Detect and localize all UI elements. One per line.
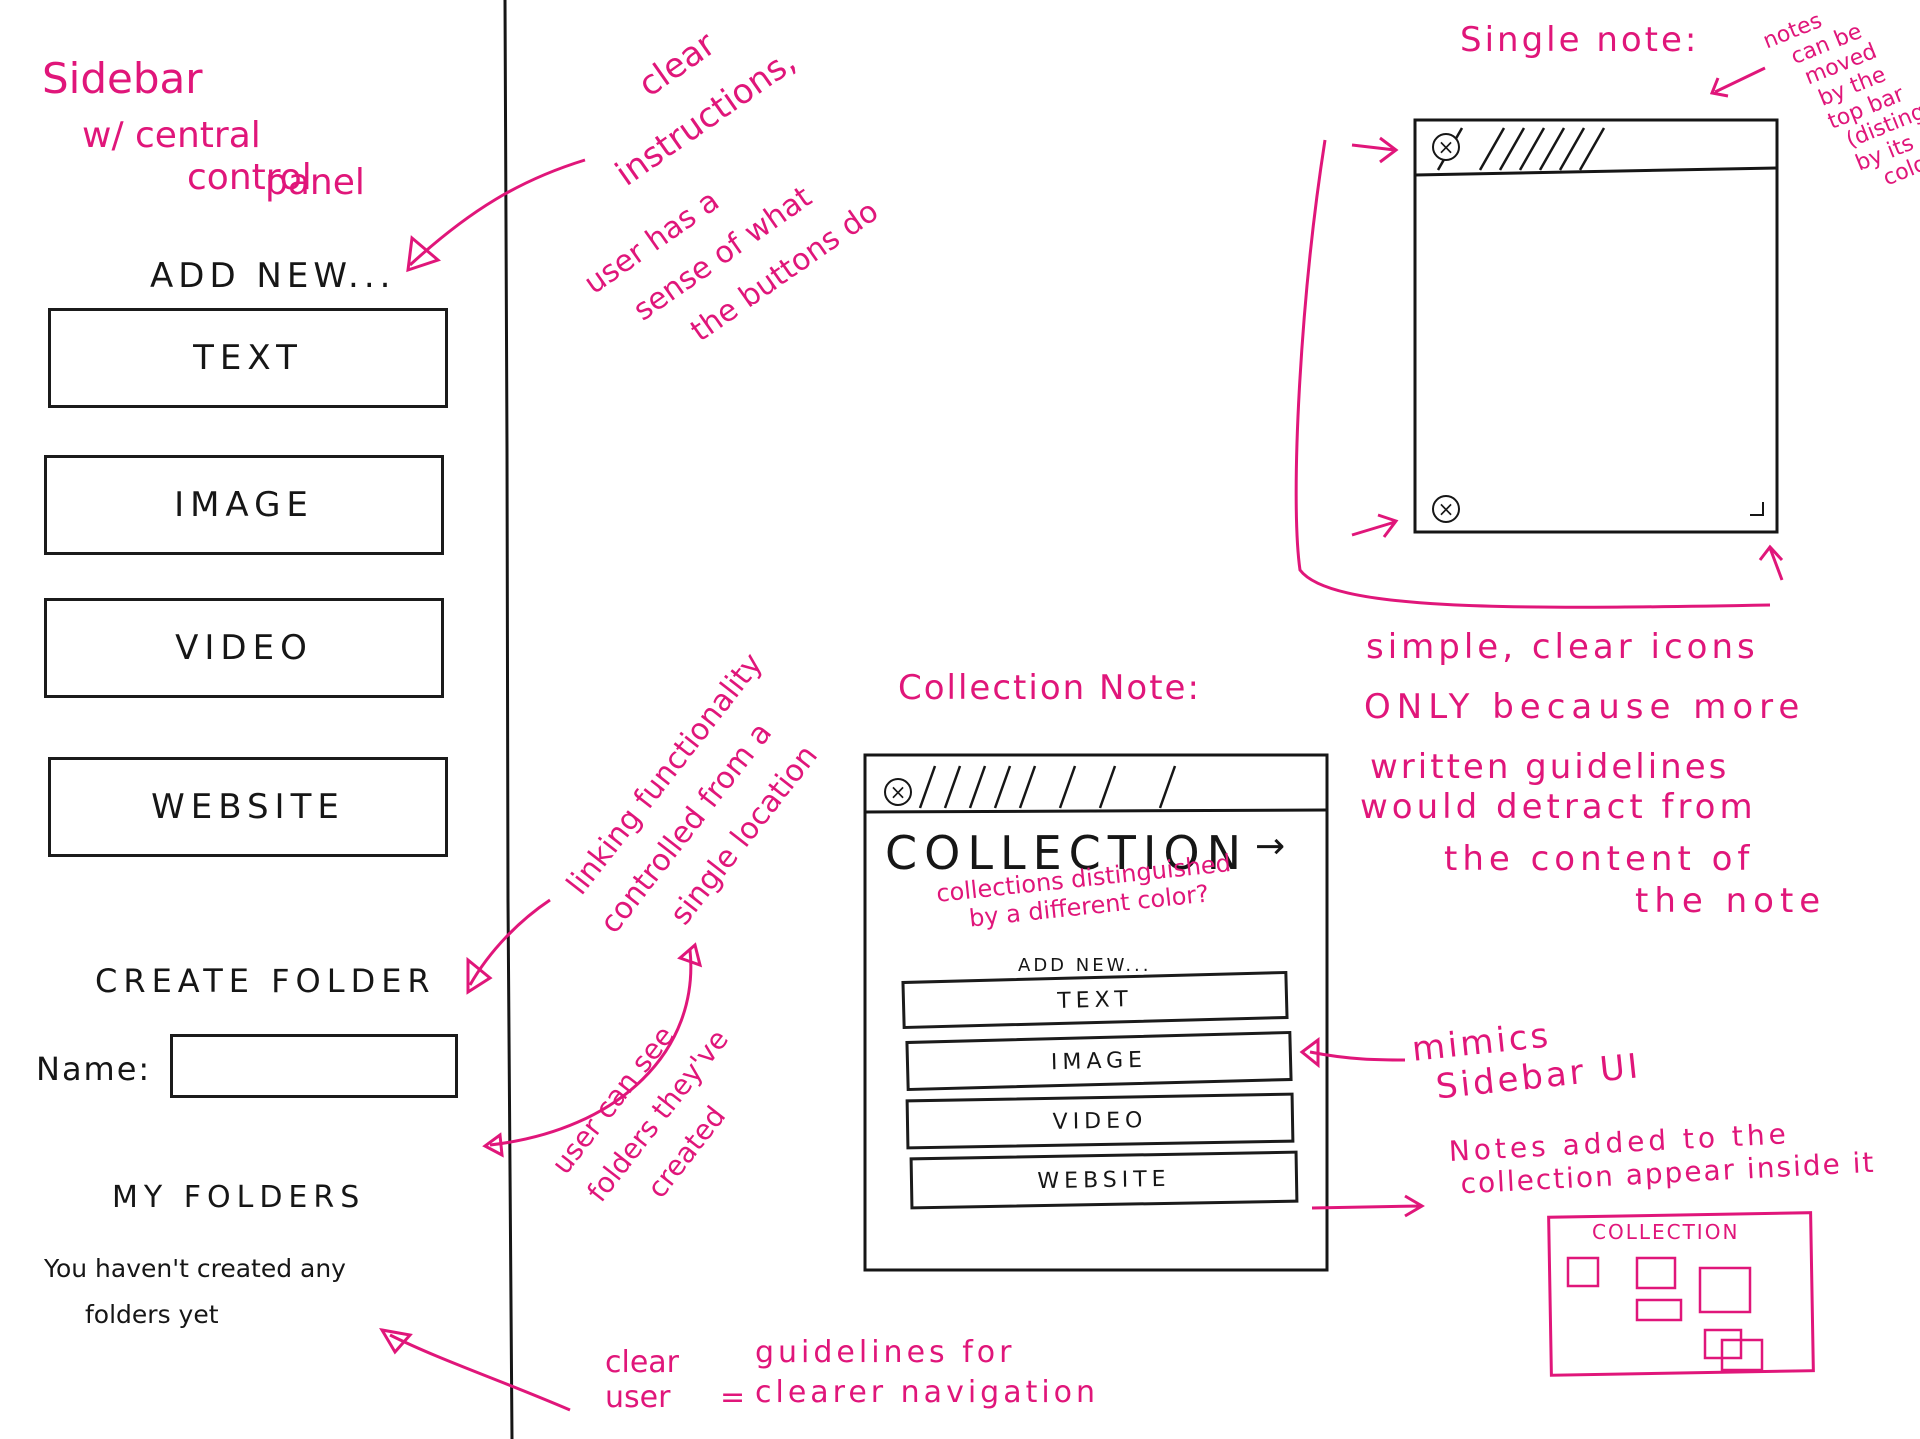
icons-line3: written guidelines [1370,747,1730,787]
text-button[interactable]: TEXT [48,308,448,408]
collection-note-label: Collection Note: [898,668,1201,708]
my-folders-heading: MY FOLDERS [112,1180,366,1215]
name-label: Name: [36,1050,152,1088]
resize-handle-icon[interactable] [1750,502,1764,516]
guidelines-line1: guidelines for [755,1335,1016,1370]
folder-name-input[interactable] [170,1034,458,1098]
collection-video-button[interactable]: VIDEO [905,1092,1295,1150]
website-button-label: WEBSITE [151,787,345,827]
sidebar-title-line4: panel [265,162,365,203]
arrow-right-icon[interactable]: → [1255,826,1286,867]
collection-image-button[interactable]: IMAGE [905,1030,1293,1092]
sidebar-title-line3: control [187,157,312,198]
image-button-label: IMAGE [174,485,314,525]
website-button[interactable]: WEBSITE [48,757,448,857]
text-button-label: TEXT [193,338,303,378]
close-icon[interactable]: × [1432,133,1460,161]
collection-title: COLLECTION [885,826,1249,880]
sidebar-title-annotation: Sidebar w/ central control [42,58,372,198]
empty-folders-text-line2: folders yet [85,1300,219,1329]
collection-text-button[interactable]: TEXT [901,970,1289,1030]
single-note-label: Single note: [1460,20,1700,60]
icons-line6: the note [1635,881,1827,921]
icons-line5: the content of [1444,839,1755,879]
close-icon[interactable]: × [884,778,912,806]
guidelines-user: user [605,1380,671,1415]
collection-website-button[interactable]: WEBSITE [909,1150,1299,1210]
icons-line1: simple, clear icons [1366,627,1759,667]
clear-guidelines-annotation: clear user = guidelines for clearer navi… [605,1335,1105,1425]
sidebar-title-line1: Sidebar [42,54,203,103]
collection-drag-bar[interactable] [867,757,1325,809]
empty-folders-text-line1: You haven't created any [44,1254,346,1283]
video-button-label: VIDEO [175,628,313,668]
icons-line4: would detract from [1360,787,1757,827]
collection-image-label: IMAGE [1050,1047,1148,1075]
collection-website-label: WEBSITE [1037,1166,1171,1194]
sidebar-title-line2: w/ central [82,115,261,156]
guidelines-clear: clear [605,1345,680,1380]
close-icon[interactable]: × [1432,495,1460,523]
icons-line2: ONLY because more [1364,687,1806,727]
create-folder-heading: CREATE FOLDER [95,962,436,1000]
mini-collection-title: COLLECTION [1592,1220,1740,1244]
collection-add-new: ADD NEW... [1018,955,1152,976]
collection-video-label: VIDEO [1052,1107,1148,1135]
guidelines-line2: clearer navigation [755,1375,1100,1410]
collection-text-label: TEXT [1056,986,1134,1014]
single-note-drag-bar[interactable] [1417,122,1775,170]
icons-annotation: simple, clear icons ONLY because more wr… [1360,628,1920,948]
image-button[interactable]: IMAGE [44,455,444,555]
add-new-heading: ADD NEW... [150,256,396,296]
guidelines-equals: = [720,1380,746,1415]
video-button[interactable]: VIDEO [44,598,444,698]
